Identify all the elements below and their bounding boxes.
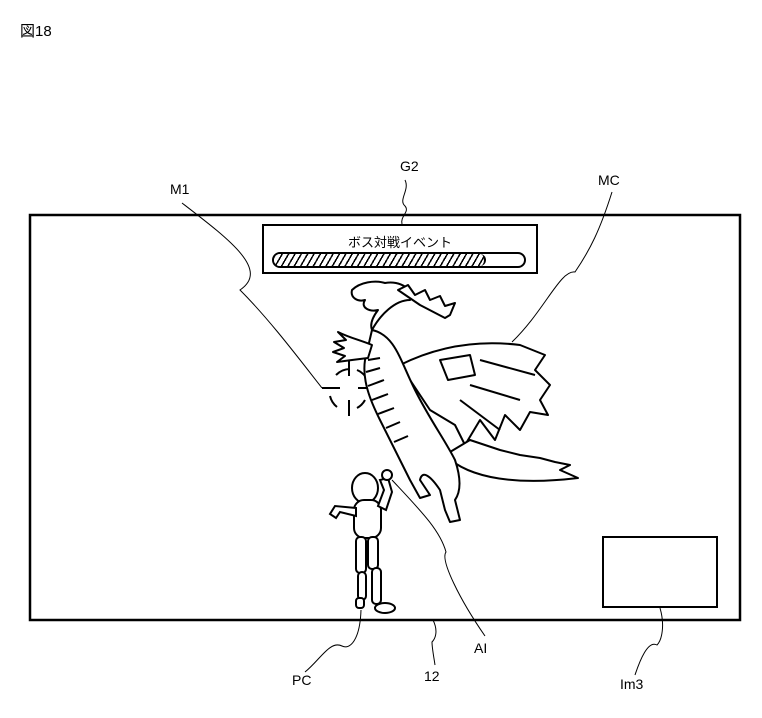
leader-line-g2 bbox=[401, 179, 407, 225]
ref-label-pc: PC bbox=[292, 672, 312, 688]
ref-label-12: 12 bbox=[424, 668, 440, 684]
ref-label-g2: G2 bbox=[400, 158, 419, 174]
boss-health-gauge bbox=[272, 252, 526, 268]
leader-line-im3 bbox=[634, 607, 664, 676]
ref-label-ai: AI bbox=[474, 640, 488, 656]
leader-line-m1 bbox=[181, 202, 323, 389]
leader-line-12 bbox=[431, 619, 437, 666]
boss-event-title: ボス対戦イベント bbox=[347, 236, 452, 251]
boss-health-gauge-fill bbox=[274, 254, 486, 266]
leader-line-pc bbox=[304, 609, 362, 673]
boss-event-banner: ボス対戦イベント bbox=[262, 224, 538, 274]
ref-label-m1: M1 bbox=[170, 181, 190, 197]
player-character-icon bbox=[328, 469, 396, 614]
crosshair-icon bbox=[322, 360, 376, 416]
leader-line-mc bbox=[511, 191, 613, 343]
game-screen-frame bbox=[28, 213, 742, 622]
image-panel bbox=[602, 536, 718, 608]
ref-label-mc: MC bbox=[598, 172, 620, 188]
ref-label-im3: Im3 bbox=[620, 676, 644, 692]
leader-line-ai bbox=[391, 479, 486, 637]
dragon-monster-icon bbox=[332, 280, 579, 523]
figure-label: 図18 bbox=[20, 23, 52, 40]
